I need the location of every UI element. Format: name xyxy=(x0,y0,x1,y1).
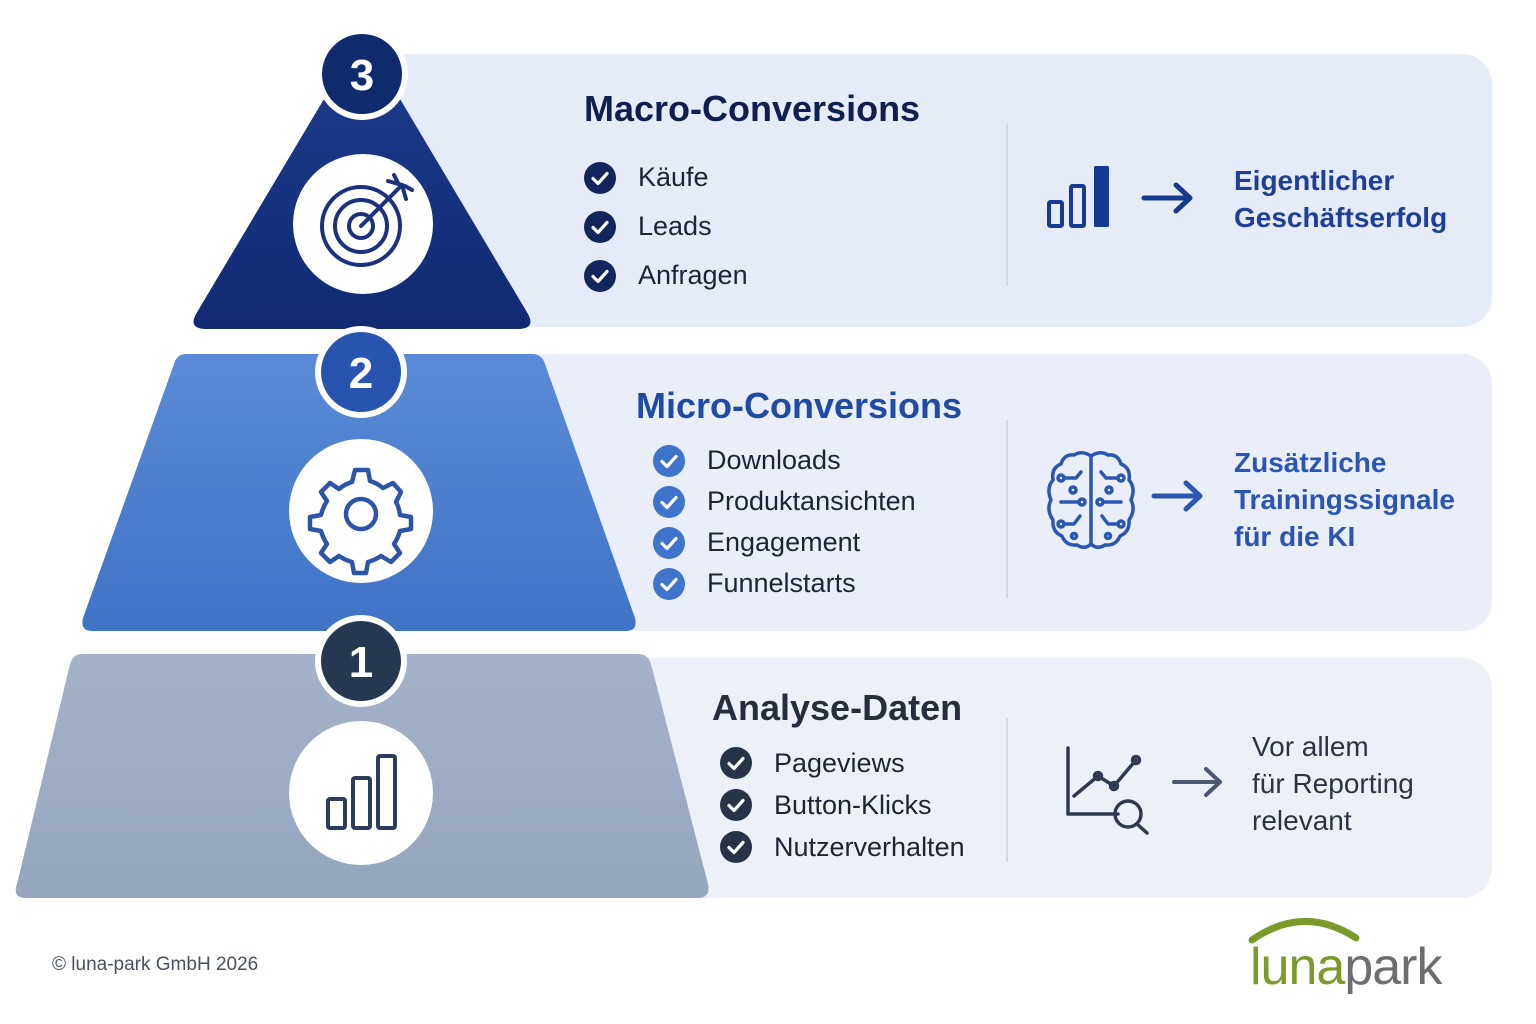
check-icon xyxy=(584,161,616,194)
tier-1-number: 1 xyxy=(349,638,373,687)
list-item-label: Pageviews xyxy=(774,747,905,778)
divider xyxy=(1006,420,1008,598)
logo-part-park: park xyxy=(1344,938,1443,994)
tier-2-badge xyxy=(315,326,407,418)
list-item-label: Downloads xyxy=(707,445,841,475)
tier-2-number: 2 xyxy=(349,349,373,398)
target-arrow-icon xyxy=(320,173,414,267)
list-item-label: Button-Klicks xyxy=(774,789,932,820)
tier-2-list: Downloads Produktansichten Engagement Fu… xyxy=(653,440,916,604)
svg-text:lunapark: lunapark xyxy=(1250,938,1443,994)
check-icon xyxy=(720,747,752,779)
list-item: Nutzerverhalten xyxy=(720,826,965,868)
list-item-label: Käufe xyxy=(638,162,709,192)
check-icon xyxy=(584,259,616,292)
chart-magnifier-icon xyxy=(1066,746,1149,835)
tier-1-title: Analyse-Daten xyxy=(712,687,963,728)
arrow-right-icon xyxy=(1151,480,1203,512)
arrow-right-icon xyxy=(1141,182,1193,214)
tier-1-result: Vor allem für Reporting relevant xyxy=(1252,731,1414,836)
tier-1-icon-circle xyxy=(289,721,433,865)
list-item: Käufe xyxy=(584,153,748,202)
list-item: Anfragen xyxy=(584,251,748,300)
list-item: Engagement xyxy=(653,522,916,563)
tier-3-list: Käufe Leads Anfragen xyxy=(584,153,748,300)
list-item-label: Leads xyxy=(638,211,712,241)
tier-3-panel xyxy=(360,54,1492,327)
tier-2-title: Micro-Conversions xyxy=(636,385,963,426)
list-item: Button-Klicks xyxy=(720,784,965,826)
tier-3-number: 3 xyxy=(350,51,374,100)
check-icon xyxy=(584,210,616,243)
brain-circuit-icon xyxy=(1047,451,1135,549)
bar-chart-icon xyxy=(326,754,397,830)
lunapark-logo: lunapark xyxy=(1248,918,1444,994)
list-item-label: Anfragen xyxy=(638,260,748,290)
copyright: © luna-park GmbH 2026 xyxy=(52,954,259,975)
arrow-right-icon xyxy=(1172,767,1222,797)
check-icon xyxy=(653,526,685,559)
divider xyxy=(1006,124,1008,286)
logo-part-luna: luna xyxy=(1250,938,1345,994)
list-item-label: Engagement xyxy=(707,527,861,557)
divider xyxy=(1006,718,1008,862)
list-item: Produktansichten xyxy=(653,481,916,522)
check-icon xyxy=(720,789,752,821)
list-item-label: Produktansichten xyxy=(707,486,916,516)
list-item: Funnelstarts xyxy=(653,563,916,604)
list-item: Leads xyxy=(584,202,748,251)
list-item-label: Nutzerverhalten xyxy=(774,831,965,862)
pyramid-graphic: 3 2 1 xyxy=(15,28,709,898)
tier-3-result: Eigentlicher Geschäftserfolg xyxy=(1234,165,1448,233)
list-item: Downloads xyxy=(653,440,916,481)
check-icon xyxy=(653,567,685,600)
tier-2-icon-circle xyxy=(289,439,433,583)
list-item: Pageviews xyxy=(720,742,965,784)
bar-chart-icon xyxy=(1047,166,1109,228)
list-item-label: Funnelstarts xyxy=(707,568,856,598)
check-icon xyxy=(653,444,685,477)
check-icon xyxy=(653,485,685,518)
tier-1-list: Pageviews Button-Klicks Nutzerverhalten xyxy=(720,742,965,868)
tier-3-title: Macro-Conversions xyxy=(584,88,921,129)
tier-2-result: Zusätzliche Trainingssignale für die KI xyxy=(1234,447,1455,552)
tier-3-badge xyxy=(316,28,408,120)
gear-icon xyxy=(307,467,414,576)
check-icon xyxy=(720,831,752,863)
tier-1-badge xyxy=(315,615,407,707)
